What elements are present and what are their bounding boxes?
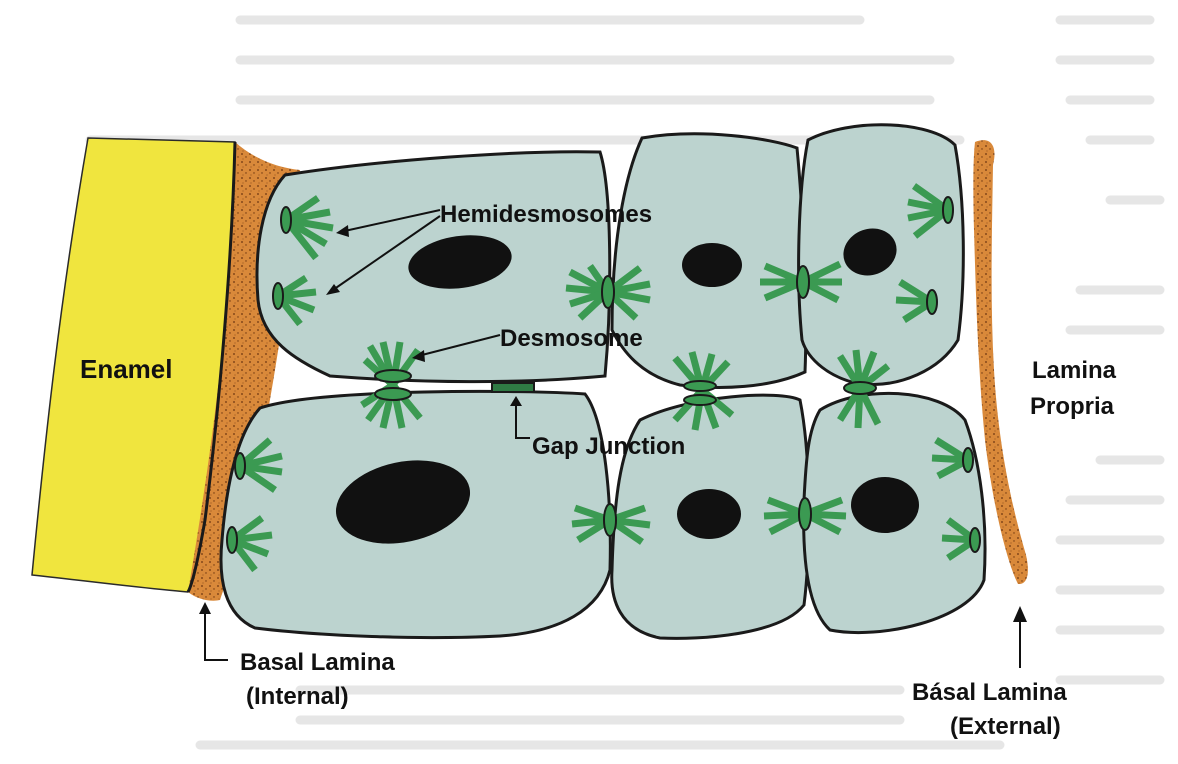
- desmosome-plaque: [797, 266, 809, 298]
- label-basal-internal-line1: Basal Lamina: [240, 649, 395, 676]
- desmosome-plaque: [684, 395, 716, 405]
- desmosome-plaque: [799, 498, 811, 530]
- label-gap-junction: Gap Junction: [532, 433, 685, 460]
- label-basal-external-line2: (External): [950, 713, 1061, 740]
- hemidesmosome-plaque: [273, 283, 283, 309]
- label-basal-external-line1: Básal Lamina: [912, 679, 1067, 706]
- nucleus: [682, 243, 742, 287]
- nucleus: [677, 489, 741, 539]
- desmosome-plaque: [844, 382, 876, 394]
- desmosome-plaque: [375, 388, 411, 400]
- hemidesmosome-plaque: [943, 197, 953, 223]
- gap-junction-marker: [492, 383, 534, 392]
- hemidesmosome-plaque: [235, 453, 245, 479]
- desmosome-plaque: [604, 504, 616, 536]
- label-hemidesmosomes: Hemidesmosomes: [440, 201, 652, 228]
- hemidesmosome-plaque: [970, 528, 980, 552]
- desmosome-plaque: [684, 381, 716, 391]
- nucleus: [851, 477, 919, 533]
- label-lamina-propria-line1: Lamina: [1032, 357, 1117, 384]
- hemidesmosome-plaque: [227, 527, 237, 553]
- label-desmosome: Desmosome: [500, 325, 643, 352]
- label-enamel: Enamel: [80, 354, 173, 384]
- hemidesmosome-plaque: [281, 207, 291, 233]
- desmosome-plaque: [375, 370, 411, 382]
- label-lamina-propria-line2: Propria: [1030, 393, 1115, 420]
- hemidesmosome-plaque: [927, 290, 937, 314]
- hemidesmosome-plaque: [963, 448, 973, 472]
- label-basal-internal-line2: (Internal): [246, 683, 349, 710]
- desmosome-plaque: [602, 276, 614, 308]
